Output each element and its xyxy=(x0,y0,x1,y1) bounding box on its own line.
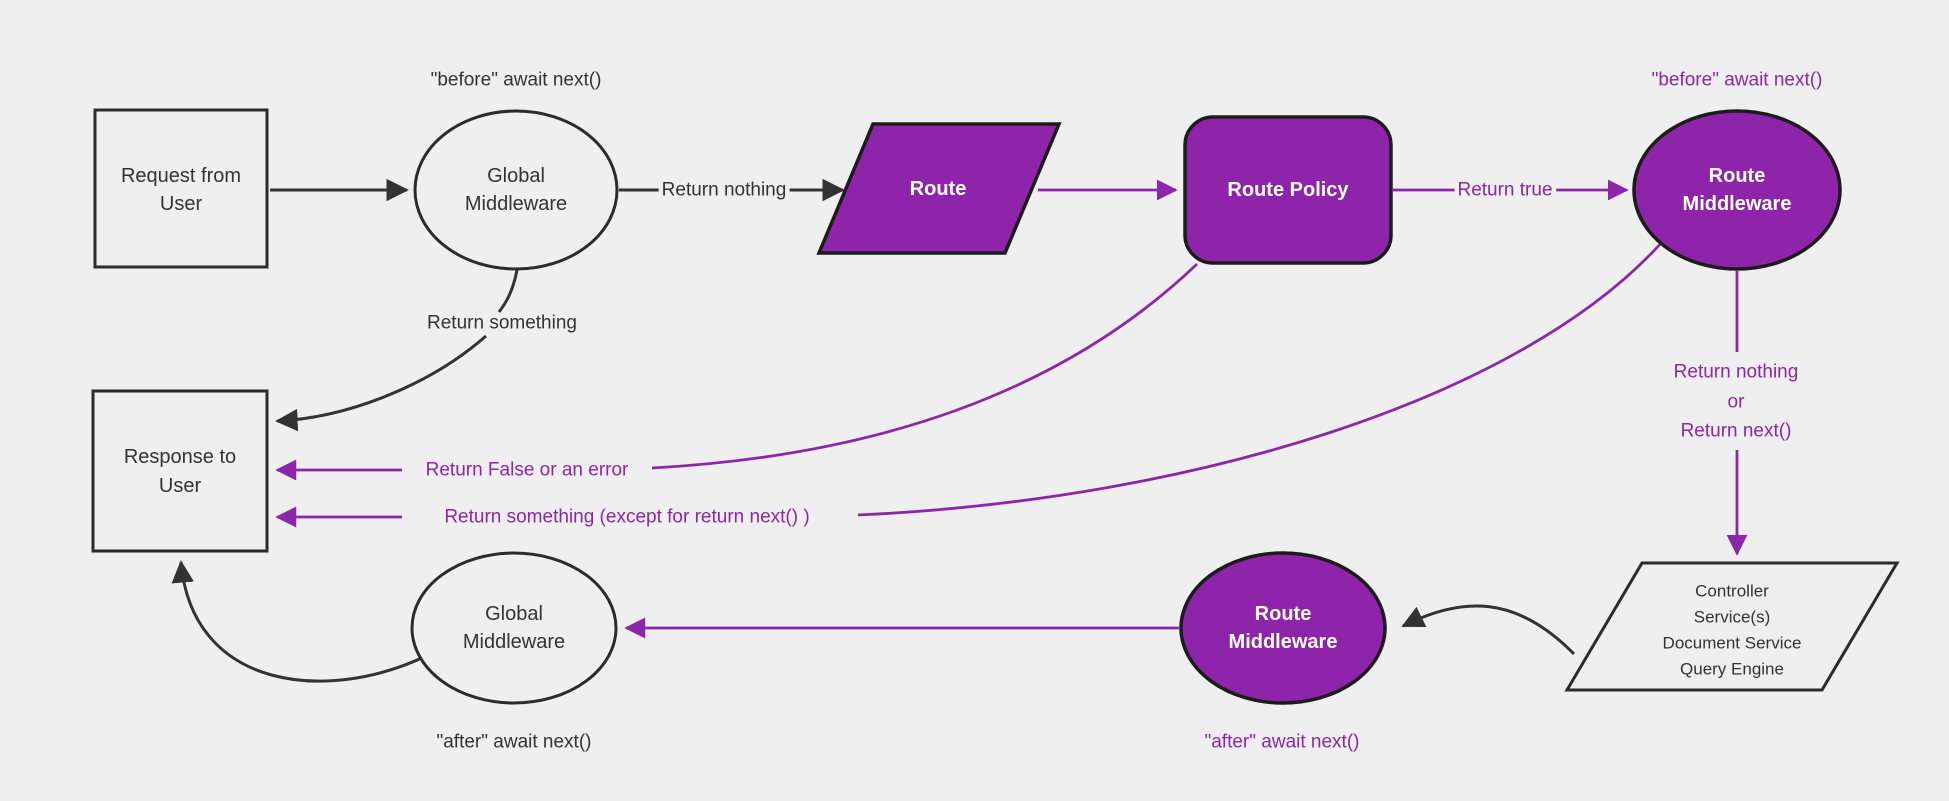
node-route-middleware-bottom-line2: Middleware xyxy=(1229,631,1338,653)
node-controller-services xyxy=(1564,561,1900,692)
edge-route-policy-to-response-curve xyxy=(651,262,1198,470)
label-return-nothing-or-line2: or xyxy=(1728,392,1746,413)
edge-global-middleware-to-response-lower xyxy=(275,334,487,432)
node-route-middleware-top-line2: Middleware xyxy=(1683,193,1792,215)
label-after-await-next-global: "after" await next() xyxy=(437,732,592,753)
node-route-middleware-bottom xyxy=(1179,551,1387,705)
label-return-false-or-error: Return False or an error xyxy=(426,460,629,481)
node-route-label: Route xyxy=(910,178,967,200)
node-route-policy-label: Route Policy xyxy=(1227,179,1349,201)
node-route-middleware-top-line1: Route xyxy=(1709,165,1766,187)
label-return-something-except: Return something (except for return next… xyxy=(444,507,809,528)
node-global-middleware-top-line2: Middleware xyxy=(465,193,567,215)
node-response-label-line1: Response to xyxy=(124,446,236,468)
node-request-label-line2: User xyxy=(160,193,203,215)
label-before-await-next-route: "before" await next() xyxy=(1652,70,1823,91)
node-controller-line4: Query Engine xyxy=(1680,660,1784,679)
edge-global-middleware-to-response-upper xyxy=(497,269,519,313)
node-response-label-line2: User xyxy=(159,475,202,497)
node-route xyxy=(816,122,1062,255)
node-global-middleware-bottom xyxy=(410,551,618,705)
node-controller-line1: Controller xyxy=(1695,582,1769,601)
node-global-middleware-bottom-line1: Global xyxy=(485,603,543,625)
node-global-middleware-top xyxy=(413,109,619,271)
node-controller-line3: Document Service xyxy=(1663,634,1802,653)
node-request-label-line1: Request from xyxy=(121,165,241,187)
node-response-to-user xyxy=(91,389,269,553)
node-request-from-user xyxy=(93,108,269,269)
node-route-middleware-bottom-line1: Route xyxy=(1255,603,1312,625)
label-return-nothing-or-line3: Return next() xyxy=(1681,421,1792,442)
node-global-middleware-bottom-line2: Middleware xyxy=(463,631,565,653)
node-global-middleware-top-line1: Global xyxy=(487,165,545,187)
label-return-true: Return true xyxy=(1457,180,1552,201)
node-controller-line2: Service(s) xyxy=(1694,608,1771,627)
edge-controller-to-route-middleware-bottom xyxy=(1401,604,1576,656)
label-after-await-next-route: "after" await next() xyxy=(1205,732,1360,753)
label-before-await-next-global: "before" await next() xyxy=(431,70,602,91)
label-return-nothing: Return nothing xyxy=(662,180,787,201)
label-return-nothing-or-line1: Return nothing xyxy=(1674,362,1799,383)
label-return-something: Return something xyxy=(427,313,577,334)
node-route-policy xyxy=(1183,115,1393,265)
node-route-middleware-top xyxy=(1632,109,1842,271)
edge-route-middleware-to-response-curve xyxy=(857,241,1664,517)
edge-global-middleware-bottom-to-response xyxy=(171,560,429,683)
